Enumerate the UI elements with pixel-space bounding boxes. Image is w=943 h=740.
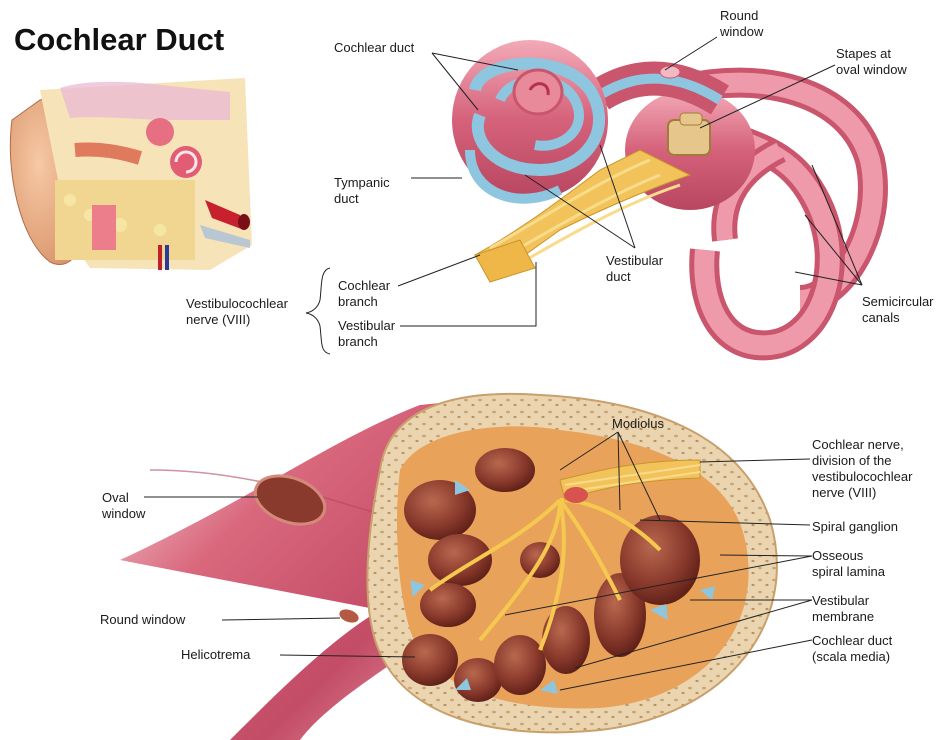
label-spiral-ganglion: Spiral ganglion	[812, 519, 898, 535]
inner-ear-labyrinth	[452, 40, 873, 345]
label-cochlear-duct: Cochlear duct	[334, 40, 414, 56]
label-cochlear-nerve: Cochlear nerve, division of the vestibul…	[812, 437, 912, 501]
label-helicotrema: Helicotrema	[181, 647, 250, 663]
label-modiolus: Modiolus	[612, 416, 664, 432]
ear-overview-thumbnail	[10, 78, 252, 270]
cochlea-cross-section	[120, 394, 777, 740]
page-title: Cochlear Duct	[14, 22, 224, 58]
label-cochlear-duct-scala-media: Cochlear duct(scala media)	[812, 633, 892, 665]
label-round-window: Round window	[100, 612, 185, 628]
